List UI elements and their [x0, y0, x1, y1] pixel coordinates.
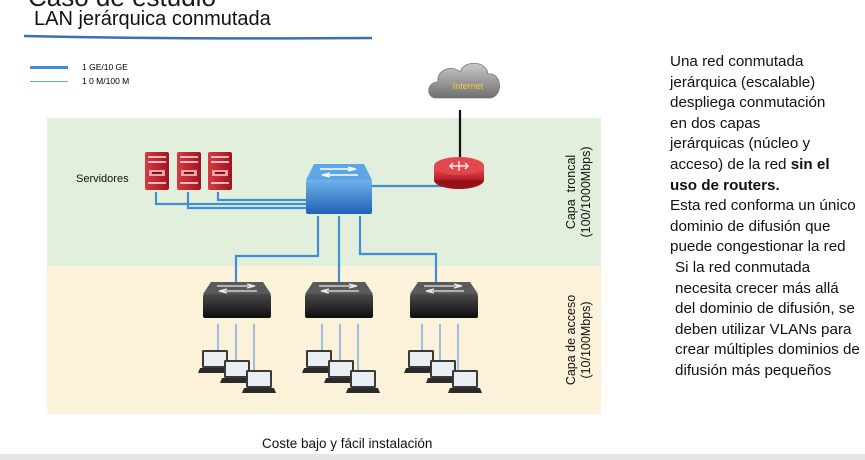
- description-intro-line: despliega conmutación: [670, 94, 826, 112]
- server-icon-1: [145, 152, 169, 190]
- link-core-access-1: [234, 216, 320, 286]
- core-switch-icon: [306, 164, 372, 214]
- access-layer-name: Capa de acceso: [564, 295, 578, 385]
- access-switch-icon-1: [202, 281, 272, 319]
- description-intro-line: jerárquica (escalable): [670, 73, 816, 91]
- footer-caption: Coste bajo y fácil instalación: [262, 436, 433, 451]
- laptop-icon-c3: [448, 370, 482, 393]
- access-layer-speed: (10/100Mbps): [579, 301, 593, 378]
- internet-label: Internet: [453, 81, 484, 91]
- description-intro-line: acceso) de la red: [670, 155, 791, 173]
- internet-cloud-icon: [428, 62, 500, 99]
- partial-title: Caso de estudio: [28, 0, 216, 13]
- link-core-servers-1: [154, 192, 306, 206]
- title-underline: [23, 34, 373, 40]
- legend-thin-label: 1 0 M/100 M: [82, 76, 130, 86]
- legend-thin-line: [30, 80, 68, 82]
- description-bold: sin el uso de routers.: [670, 155, 830, 194]
- laptop-icon-b3: [346, 370, 380, 393]
- legend-thick-label: 1 GE/10 GE: [82, 62, 128, 72]
- access-switch-icon-2: [304, 281, 374, 319]
- server-icon-2: [177, 152, 201, 190]
- description-intro-line: jerárquicas (núcleo y: [670, 135, 811, 153]
- servers-label: Servidores: [76, 173, 129, 185]
- bottom-bar: [0, 454, 865, 460]
- description-vlan: Si la red conmutada necesita crecer más …: [675, 258, 860, 379]
- server-icon-3: [208, 152, 232, 190]
- link-core-access-3: [358, 216, 438, 286]
- access-layer-label: Capa de acceso (10/100Mbps): [564, 295, 593, 385]
- description-intro-line: en dos capas: [670, 114, 761, 132]
- legend-item-thin: 1 0 M/100 M: [30, 74, 129, 88]
- access-links: [217, 324, 459, 372]
- core-layer-name: Capa troncal: [564, 155, 578, 229]
- description-rest: Esta red conforma un único dominio de di…: [670, 197, 856, 256]
- link-core-servers-2: [186, 192, 306, 210]
- legend-item-thick: 1 GE/10 GE: [30, 60, 129, 74]
- description-text: Una red conmutada jerárquica (escalable)…: [670, 52, 860, 382]
- laptop-icon-a3: [242, 370, 276, 393]
- core-layer-speed: (100/1000Mbps): [579, 146, 593, 237]
- router-icon: [434, 157, 484, 189]
- page-title: LAN jerárquica conmutada: [34, 8, 271, 30]
- description-bold-paragraph: acceso) de la red sin el uso de routers.: [670, 155, 860, 196]
- access-switch-icon-3: [409, 281, 479, 319]
- legend: 1 GE/10 GE 1 0 M/100 M: [30, 60, 129, 88]
- core-layer-label: Capa troncal (100/1000Mbps): [564, 146, 593, 237]
- description-intro-line: Una red conmutada: [670, 53, 804, 70]
- link-core-servers-3: [216, 192, 306, 202]
- legend-thick-line: [30, 65, 68, 69]
